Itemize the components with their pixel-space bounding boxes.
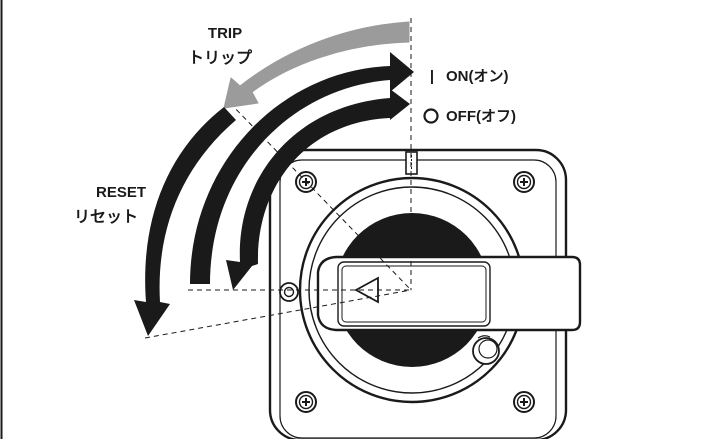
reset-knob-icon xyxy=(472,335,500,365)
reset-label-en: RESET xyxy=(96,184,146,201)
lock-pin-icon xyxy=(279,282,299,302)
on-label: ON(オン) xyxy=(446,68,509,85)
operating-handle xyxy=(316,255,582,332)
off-symbol-icon xyxy=(423,108,439,124)
screw-bottom-left-icon xyxy=(295,391,317,413)
on-arrow xyxy=(190,52,414,284)
screw-top-right-icon xyxy=(513,171,535,193)
reset-arrow xyxy=(134,107,236,336)
reset-label-jp: リセット xyxy=(74,209,138,226)
screw-bottom-right-icon xyxy=(513,391,535,413)
trip-label-jp: トリップ xyxy=(188,48,253,67)
trip-arrow xyxy=(223,21,410,109)
trip-label-en: TRIP xyxy=(208,25,242,42)
on-symbol: | xyxy=(430,68,434,85)
off-label: OFF(オフ) xyxy=(446,108,516,125)
guide-lines xyxy=(144,18,412,339)
off-arrow xyxy=(226,89,410,290)
